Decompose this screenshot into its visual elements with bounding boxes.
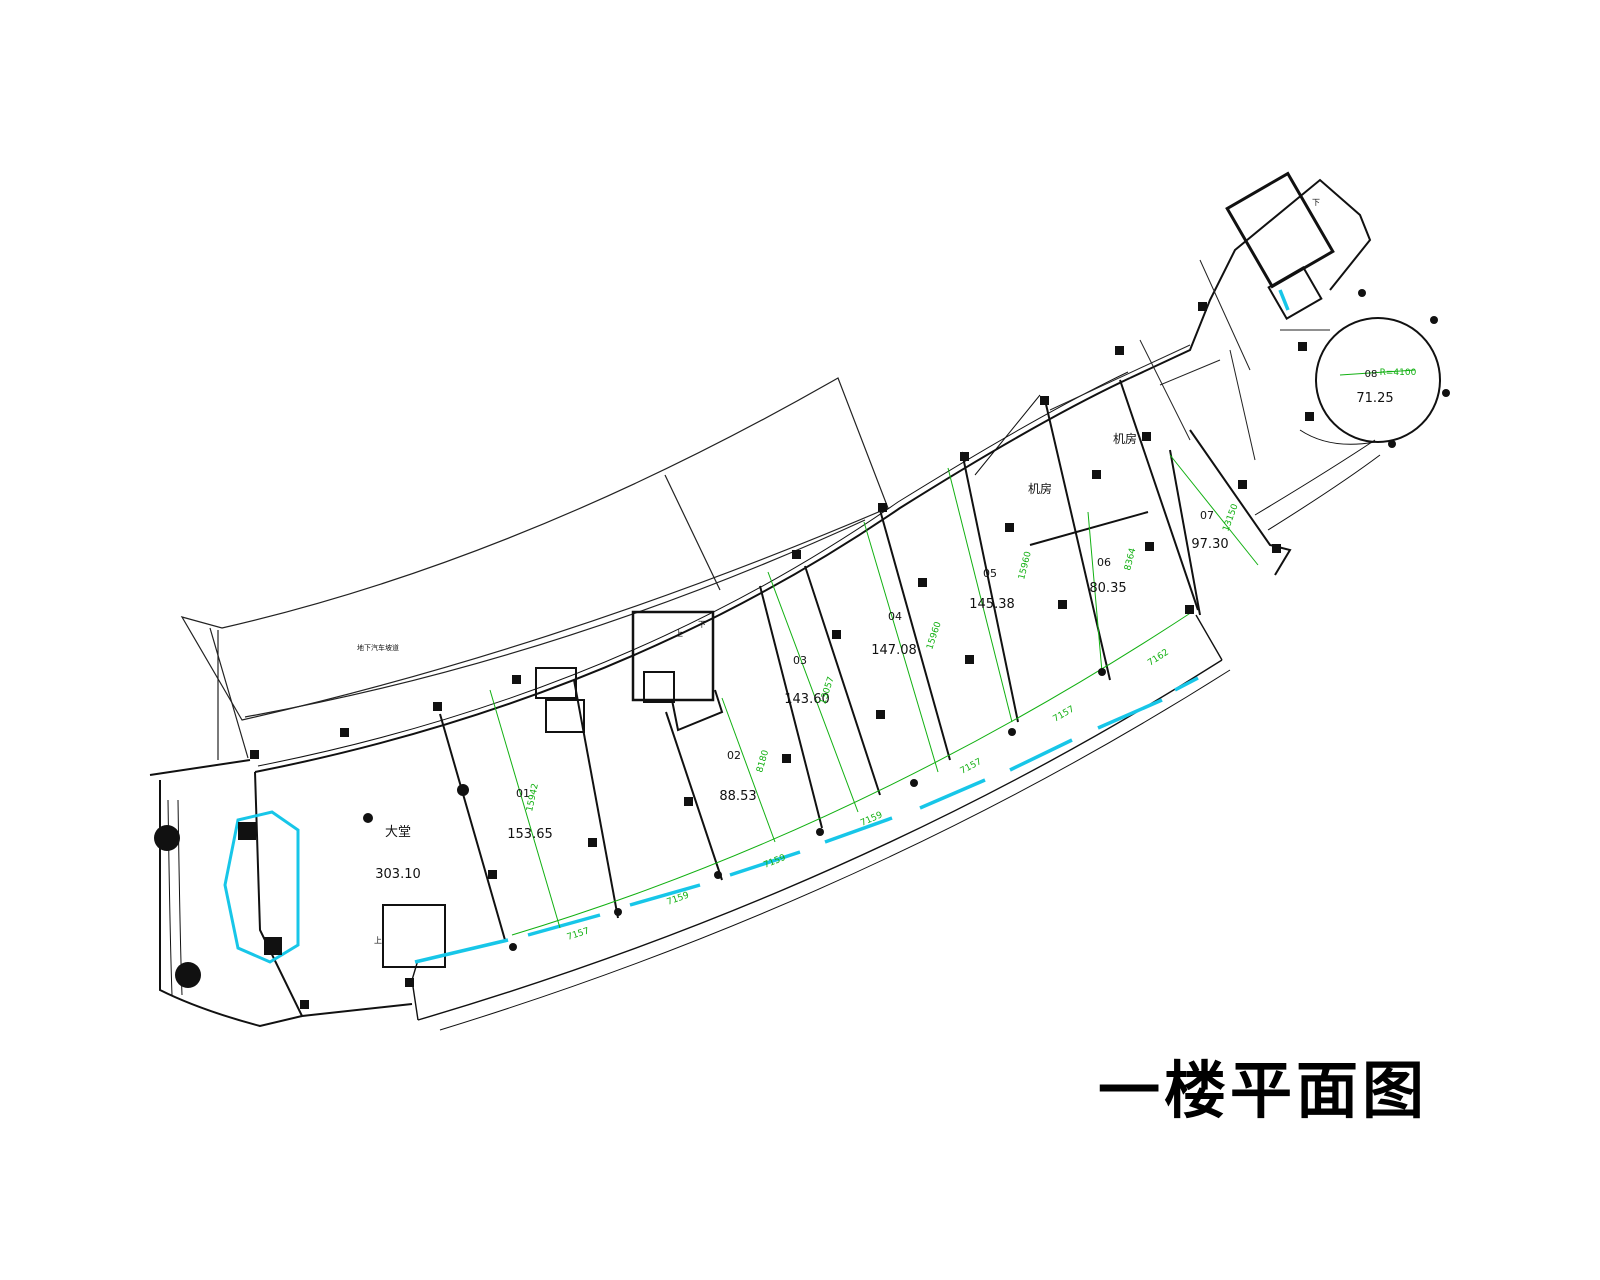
- room-04-area: 147.08: [871, 643, 917, 658]
- facade-dim-6: 7157: [1052, 704, 1077, 724]
- round-columns: [363, 668, 1106, 951]
- room-04-name: 04: [888, 610, 902, 623]
- parking-ramp: [180, 377, 889, 760]
- core-stair-up-mark: 上: [675, 629, 683, 638]
- facade-dim-1: 7157: [566, 926, 591, 943]
- wing-stair-down-mark: 下: [1312, 198, 1320, 207]
- corner-octagons: [154, 825, 201, 988]
- room-02-name: 02: [727, 749, 741, 762]
- dimension-labels: 15942 8180 13057 15960 15960 8364 13150 …: [525, 502, 1241, 942]
- depth-dim-04: 15960: [925, 620, 943, 651]
- depth-dim-05: 15960: [1017, 550, 1034, 580]
- room-05-area: 145.38: [969, 597, 1015, 612]
- round-room-columns: [1358, 289, 1450, 448]
- room-07-name: 07: [1200, 509, 1214, 522]
- structural-columns: [238, 302, 1314, 1009]
- parking-ramp-label: 地下汽车坡道: [357, 643, 399, 652]
- room-02-area: 88.53: [719, 789, 756, 804]
- machine-room-1-name: 机房: [1028, 481, 1052, 496]
- facade-dim-5: 7157: [959, 757, 984, 777]
- glazing: [223, 289, 1290, 964]
- round-room-08: [1299, 317, 1441, 445]
- room-05-name: 05: [983, 567, 997, 580]
- depth-dim-03: 13057: [818, 676, 836, 706]
- room-labels: 大堂 303.10 01 153.65 02 88.53 03 143.60 0…: [374, 198, 1417, 945]
- depth-dim-06: 8364: [1123, 547, 1138, 572]
- machine-room-2-name: 机房: [1113, 431, 1137, 446]
- depth-dim-02: 8180: [755, 749, 771, 774]
- partition-lines: [1049, 259, 1330, 461]
- room-08-name: 08: [1365, 369, 1378, 380]
- room-06-area: 80.35: [1089, 581, 1126, 596]
- depth-dim-07: 13150: [1221, 502, 1240, 533]
- room-03-area: 143.60: [784, 692, 830, 707]
- dimension-lines: [489, 369, 1416, 936]
- lobby-stair-up-mark: 上: [374, 936, 382, 945]
- drawing-title: 一楼平面图: [1098, 1054, 1429, 1127]
- room-08-radius: R=4100: [1380, 368, 1417, 378]
- room-08-area: 71.25: [1356, 391, 1393, 406]
- room-03-name: 03: [793, 654, 807, 667]
- room-lobby-area: 303.10: [375, 867, 421, 882]
- facade-dim-7: 7162: [1146, 648, 1171, 669]
- room-06-name: 06: [1097, 556, 1111, 569]
- room-lobby-name: 大堂: [385, 825, 411, 840]
- core-stair-down-mark: 下: [698, 620, 706, 629]
- room-01-area: 153.65: [507, 827, 553, 842]
- room-07-area: 97.30: [1191, 537, 1228, 552]
- facade-dim-3: 7159: [762, 853, 787, 871]
- building-walls: [149, 171, 1381, 1031]
- room-01-name: 01: [516, 787, 530, 800]
